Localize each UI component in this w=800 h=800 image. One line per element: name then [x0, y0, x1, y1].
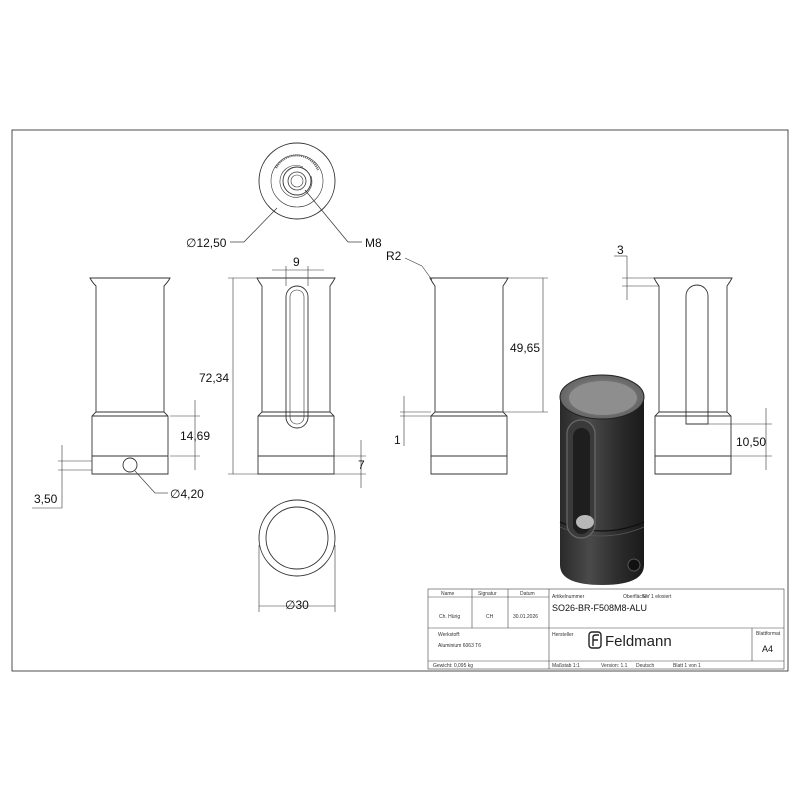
side-view-left: [89, 277, 171, 475]
title-block: [427, 588, 785, 670]
back-view: [429, 277, 509, 475]
leader-d-hole: [134, 470, 156, 494]
back-view-dims: [400, 257, 548, 446]
tb-material-value: Aluminium 6063 T6: [438, 643, 481, 649]
iso-slot-inner: [573, 428, 590, 534]
tb-brand-name: Feldmann: [605, 633, 672, 650]
top-view-thread-circle: [287, 171, 307, 191]
side-view-right-dims: [614, 255, 772, 470]
bottom-view-inner-circle: [265, 506, 329, 570]
tb-date-value: 30.01.2026: [513, 614, 538, 620]
front-view-slot-outer: [285, 285, 309, 429]
tb-col-date: Datum: [520, 591, 535, 597]
tb-article-number: SO26-BR-F508M8-ALU: [552, 603, 647, 613]
dim-height-total: 72,34: [199, 371, 229, 385]
leader-radius: [421, 265, 433, 281]
front-view-slot-inner: [289, 289, 305, 425]
logo-f-mark: [592, 634, 599, 646]
dim-height-slot: 49,65: [510, 341, 540, 355]
tb-article-label: Artikelnummer: [552, 594, 585, 600]
tb-name-value: Ch. Hürig: [439, 614, 460, 620]
tb-sheet-format-value: A4: [762, 644, 773, 654]
tb-sheet-count: Blatt 1 von 1: [673, 663, 701, 669]
top-view-bore-circle: [282, 166, 312, 196]
iso-top-inner: [569, 381, 637, 415]
tb-sheet-format-label: Blattformat: [756, 631, 781, 637]
dim-d-top: ∅12,50: [186, 236, 227, 250]
dim-d-hole: ∅4,20: [170, 487, 204, 501]
tb-scale: Maßstab 1:1: [552, 663, 580, 669]
side-view-right-slot: [685, 284, 709, 425]
title-block-frame: [427, 588, 785, 670]
dim-h-right: 10,50: [736, 435, 766, 449]
top-view: [230, 142, 362, 243]
tb-material-label: Werkstoff:: [438, 632, 460, 638]
dim-radius: R2: [386, 249, 402, 263]
bottom-view: [258, 499, 336, 612]
side-view-right-outline: [653, 277, 733, 475]
engraving-arc: [275, 154, 320, 171]
isometric-view: [559, 374, 645, 585]
back-view-outline: [429, 277, 509, 475]
top-view-mid-circle: [270, 154, 324, 208]
logo-frame: [588, 631, 602, 649]
front-view: [256, 277, 336, 475]
tb-language: Deutsch: [636, 663, 655, 669]
top-view-core-circle: [290, 174, 304, 188]
dim-h-bottom: 7: [358, 458, 365, 472]
tb-col-signature: Signatur: [478, 591, 497, 597]
iso-cross-hole: [627, 558, 641, 572]
leader-radius-shelf: [404, 257, 423, 267]
dim-chamfer-top: 3: [617, 243, 624, 257]
thread-arc: [279, 165, 313, 198]
dim-hole-offset: 3,50: [34, 492, 58, 506]
side-view-right: [653, 277, 733, 475]
front-view-outline: [256, 277, 336, 475]
dim-thread: M8: [365, 236, 382, 250]
leader-d-top: [243, 207, 278, 243]
tb-col-name: Name: [441, 591, 455, 597]
side-view-left-cross-hole: [122, 457, 138, 473]
bottom-view-outer-circle: [258, 499, 336, 577]
tb-surface-label: Oberfläche:: [623, 594, 649, 600]
tb-version: Version: 1.1: [601, 663, 628, 669]
dim-h-band: 14,69: [180, 429, 210, 443]
dim-d-outer: ∅30: [285, 598, 309, 612]
tb-surface-value: EV 1 eloxiert: [643, 594, 672, 600]
tb-signature-value: CH: [486, 614, 494, 620]
dim-width-slot: 9: [293, 255, 300, 269]
front-view-dims: [228, 266, 366, 488]
leader-thread: [304, 189, 349, 243]
side-view-left-outline: [89, 277, 171, 475]
feldmann-logo-icon: [588, 631, 602, 649]
top-view-outer-circle: [258, 142, 336, 220]
dim-step: 1: [394, 433, 401, 447]
tb-manufacturer-label: Hersteller: [552, 632, 574, 638]
side-view-left-dims: [32, 400, 200, 509]
tb-weight: Gewicht: 0,095 kg: [433, 663, 473, 669]
iso-slot-opening: [576, 515, 594, 529]
drawing-frame: [11, 129, 789, 672]
